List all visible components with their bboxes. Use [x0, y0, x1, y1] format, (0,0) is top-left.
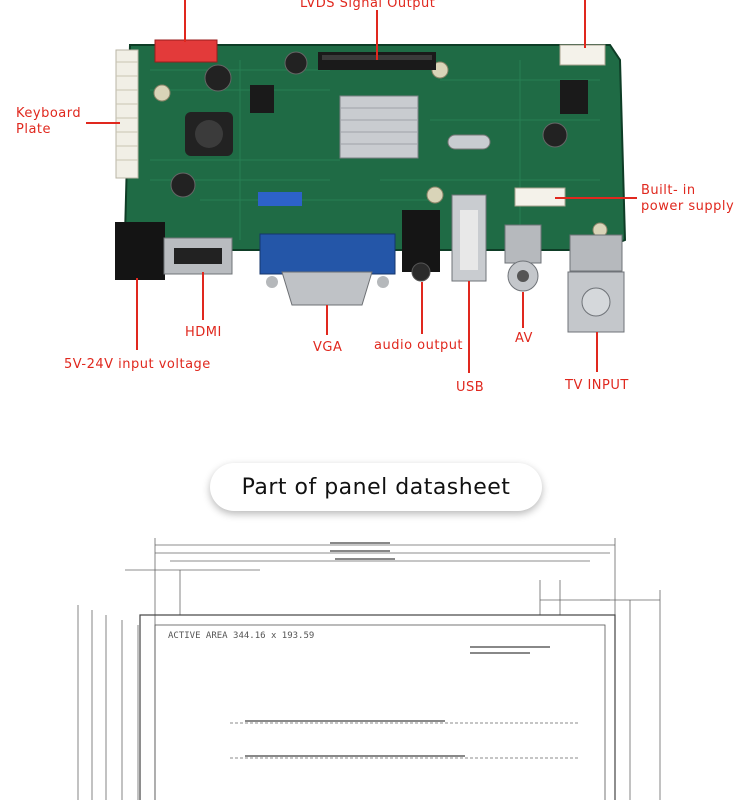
label-lvds: LVDS Signal Output	[300, 0, 436, 11]
capacitor	[204, 64, 232, 92]
active-area-label: ACTIVE AREA 344.16 x 193.59	[168, 631, 314, 641]
av-pointer-line	[522, 292, 524, 328]
audio-pointer-line	[421, 282, 423, 334]
tv-input-connector	[569, 234, 623, 272]
vga-connector	[259, 233, 396, 275]
label-keyboard-line1: Keyboard	[16, 106, 82, 121]
label-power-line2: power supply	[641, 199, 735, 214]
keyboard-pointer-line	[86, 122, 120, 124]
blue-connector	[258, 192, 302, 206]
label-av: AV	[515, 331, 533, 346]
label-keyboard-line2: Plate	[16, 122, 52, 137]
label-usb: USB	[456, 380, 485, 395]
keyboard-connector	[115, 49, 139, 179]
top-right-pointer-line	[584, 0, 586, 48]
capacitor	[542, 122, 568, 148]
label-hdmi: HDMI	[185, 325, 222, 340]
label-power-line1: Built- in	[641, 183, 696, 198]
tv-pointer-line	[596, 332, 598, 372]
capacitor	[170, 172, 196, 198]
heatsink	[339, 95, 419, 159]
red-connector	[154, 39, 218, 63]
dc-jack	[115, 222, 165, 280]
usb-pointer-line	[468, 281, 470, 373]
driver-board-diagram	[115, 39, 627, 333]
panel-datasheet-drawing: ACTIVE AREA 344.16 x 193.59	[77, 538, 661, 800]
section-title-pill: Part of panel datasheet	[210, 463, 542, 511]
label-tv-input: TV INPUT	[565, 378, 629, 393]
white-connector-top	[559, 44, 606, 66]
label-input-voltage: 5V-24V input voltage	[64, 357, 211, 372]
capacitor	[284, 51, 308, 75]
section-title: Part of panel datasheet	[241, 474, 511, 500]
hdmi-pointer-line	[202, 272, 204, 320]
label-vga: VGA	[313, 340, 343, 355]
power-pointer-line	[555, 197, 637, 199]
voltage-pointer-line	[136, 278, 138, 350]
red-connector-pointer-line	[184, 0, 186, 42]
lvds-pointer-line	[376, 10, 378, 60]
vga-pointer-line	[326, 305, 328, 335]
audio-jack	[402, 210, 440, 272]
label-audio: audio output	[374, 338, 464, 353]
av-connector	[504, 224, 542, 264]
crystal	[447, 134, 491, 150]
